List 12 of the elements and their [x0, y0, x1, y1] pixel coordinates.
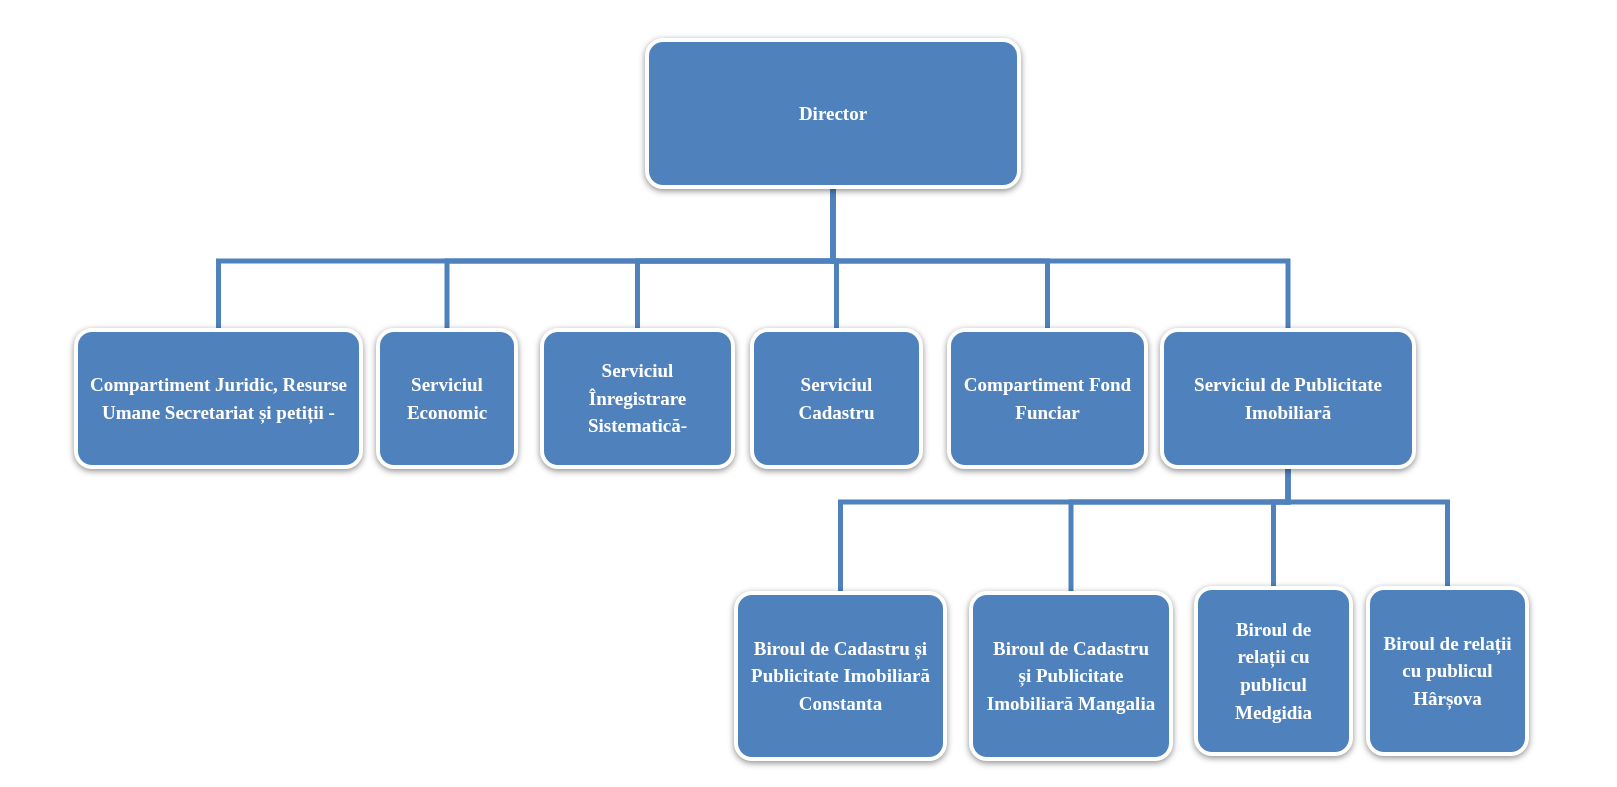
unit-name: Biroul de Cadastru și Publicitate Imobiliară Constanta: [750, 636, 931, 716]
unit-name: Compartiment Juridic, Resurse Umane Secretariat și petiții -: [90, 372, 347, 426]
connector-line: [1285, 469, 1450, 586]
unit-name: Director: [798, 101, 868, 126]
unit-name: Biroul de relații cu publicul Medgidia: [1233, 617, 1314, 725]
unit-name: Biroul de Cadastru și Publicitate Imobiliară Mangalia: [985, 636, 1157, 716]
unit-name: Serviciul de Publicitate Imobiliară: [1193, 372, 1383, 425]
unit-name: Serviciul Înregistrare Sistematică-: [586, 359, 689, 439]
unit-name: Serviciul Economic: [405, 372, 489, 425]
unit-name: Biroul de relații cu publicul Hârșova: [1382, 631, 1513, 712]
unit-name: Compartiment Fond Funciar: [963, 372, 1132, 425]
unit-name: Serviciul Cadastru: [797, 372, 876, 425]
